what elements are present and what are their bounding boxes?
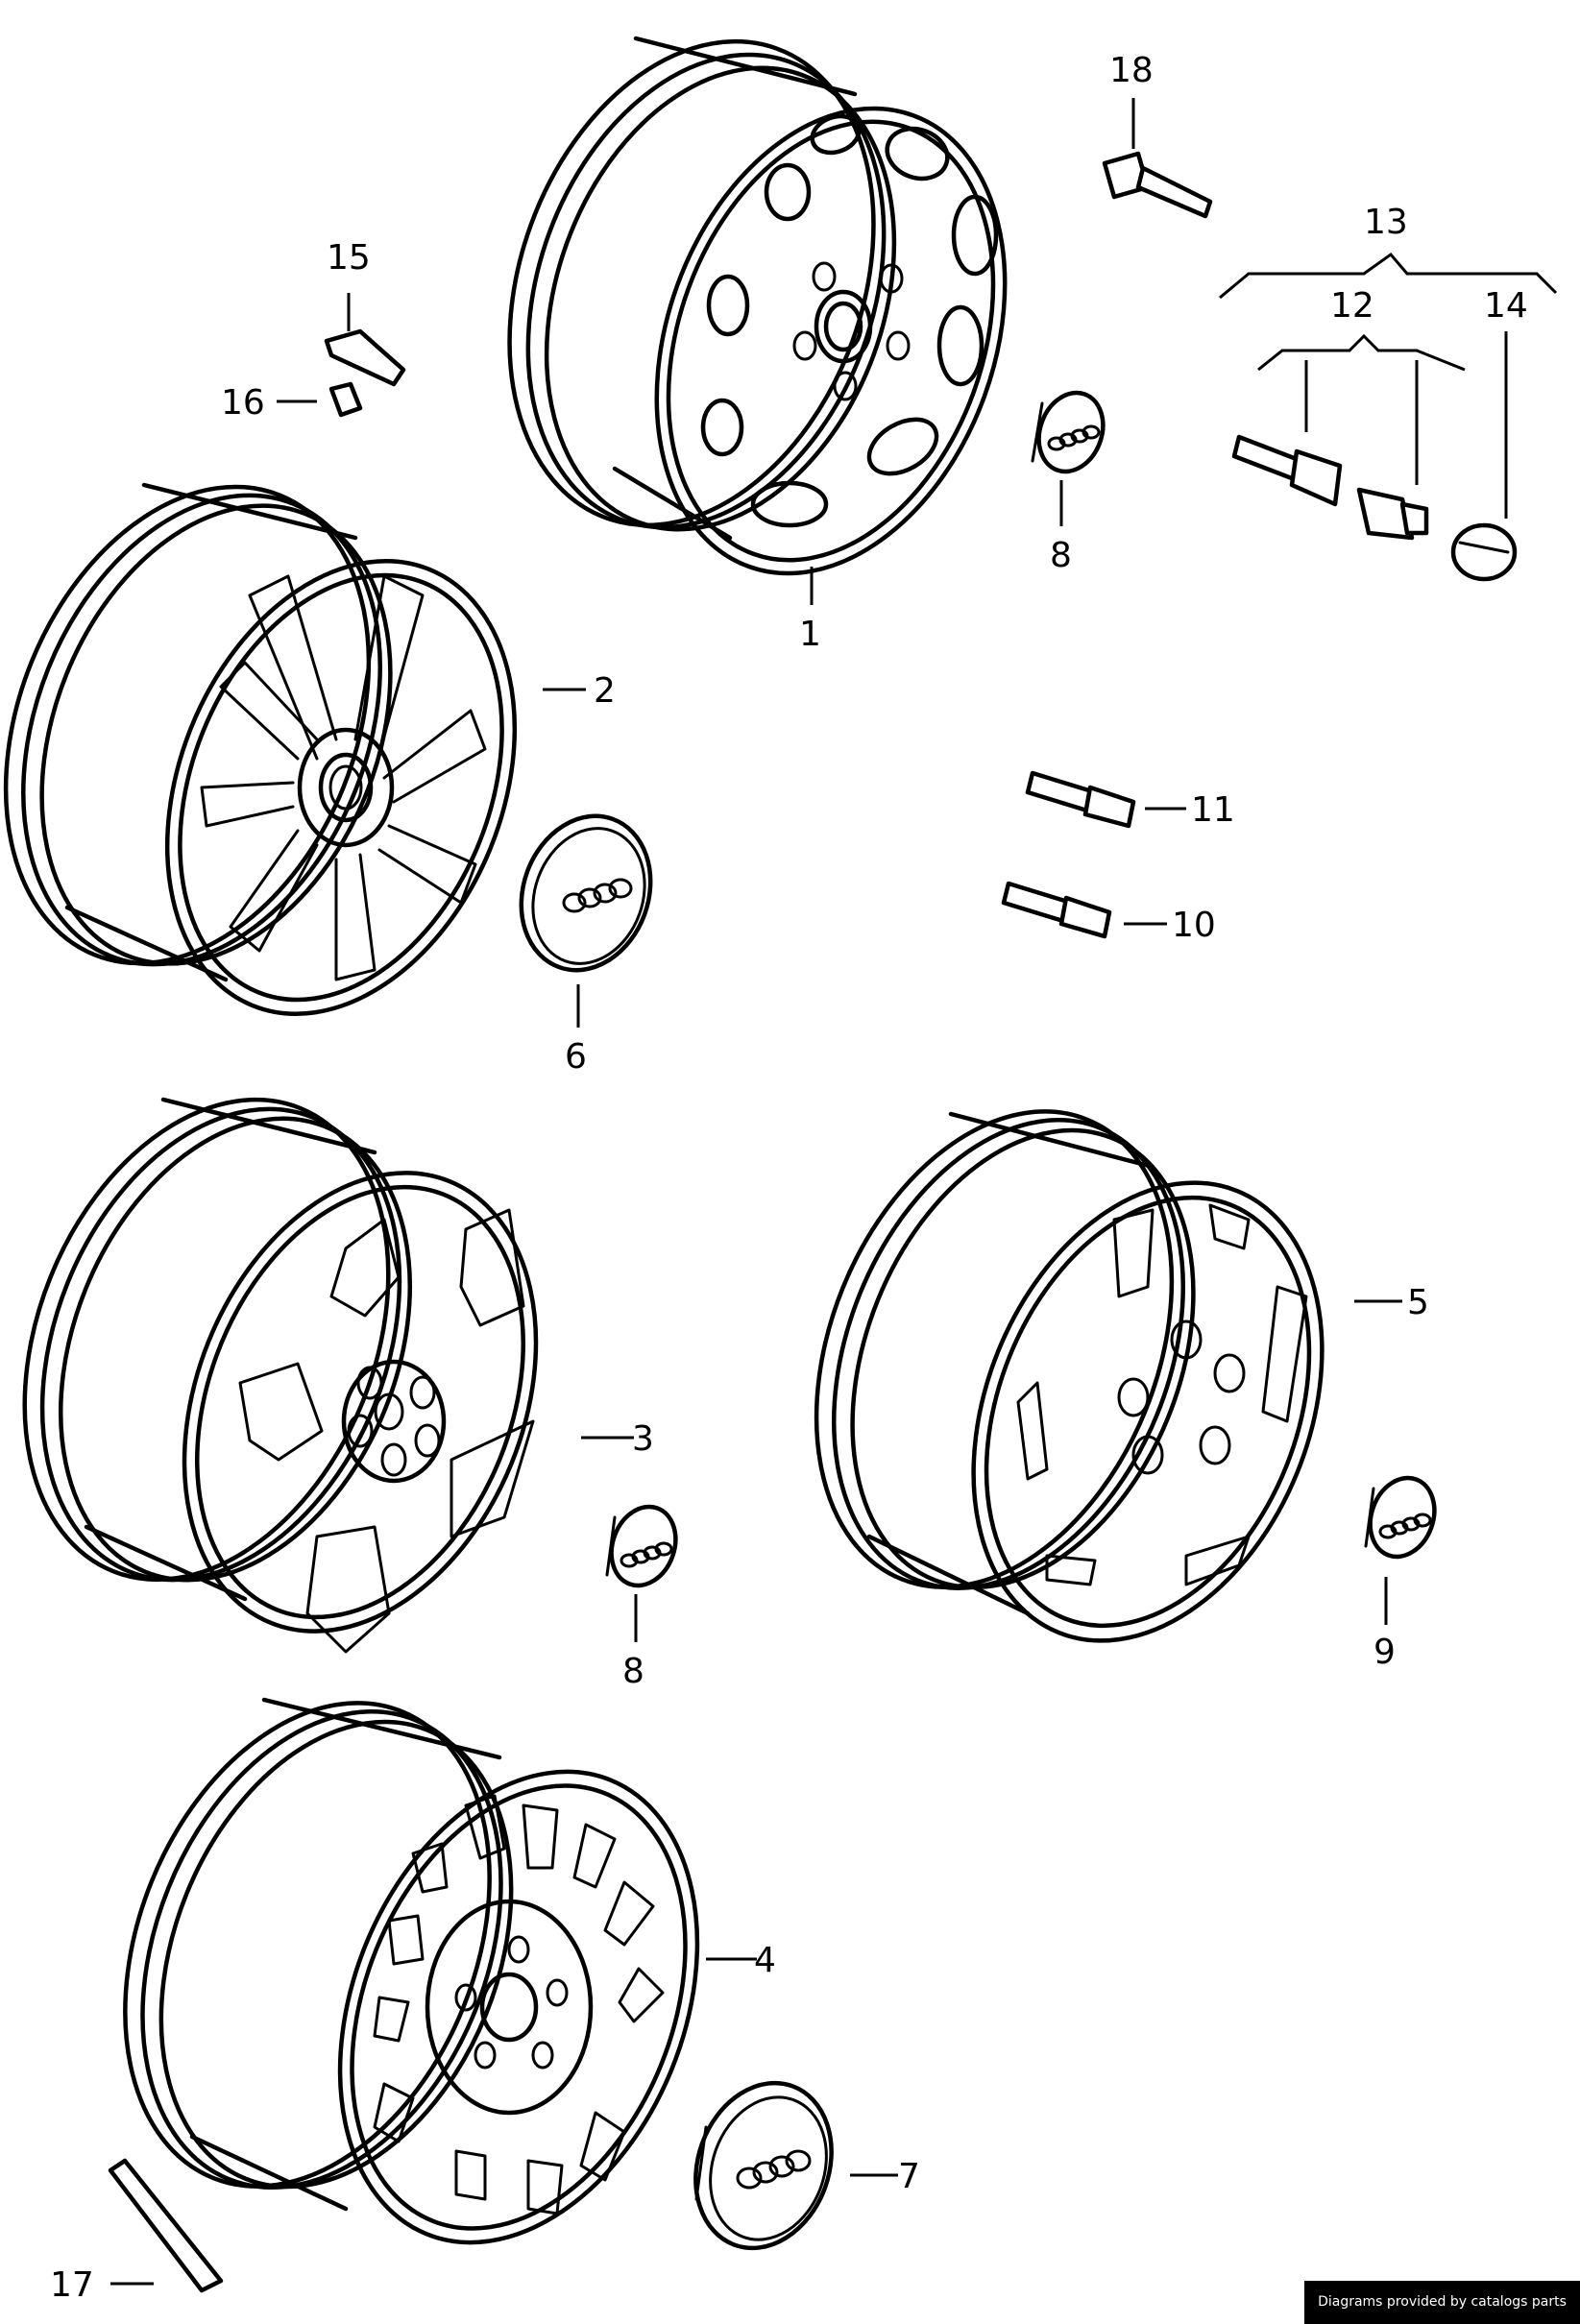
callout-9: 9 [1373,1633,1396,1672]
wheel-2 [3,482,518,1016]
callout-8-middle: 8 [622,1652,644,1691]
center-cap-8-top [1031,390,1106,474]
callout-1: 1 [799,615,821,654]
lock-adapter-12 [1356,487,1429,541]
callout-labels: 1 2 3 4 5 6 7 8 8 9 10 11 12 13 14 15 16… [50,51,1528,2305]
center-cap-7 [693,2080,834,2251]
leader-lines [110,98,1558,2286]
callout-15: 15 [327,238,371,278]
center-cap-6 [519,813,653,973]
callout-17: 17 [50,2265,94,2305]
callout-11: 11 [1191,790,1235,830]
center-cap-9 [1364,1475,1437,1560]
callout-16: 16 [221,383,265,423]
center-cap-8-middle [605,1504,678,1588]
callout-14: 14 [1484,286,1528,326]
callout-2: 2 [594,671,616,711]
clip-16 [328,381,363,418]
callout-10: 10 [1172,906,1216,945]
wheel-4 [123,1697,700,2245]
callout-8-top: 8 [1050,536,1072,575]
callout-6: 6 [565,1037,587,1077]
bolt-11 [1025,770,1136,829]
wheel-3 [22,1097,539,1654]
valve-stem-18 [1102,151,1213,219]
callout-13: 13 [1364,203,1408,242]
balance-weight-17 [108,2158,224,2293]
cap-nut-14 [1450,522,1518,582]
callout-18: 18 [1109,51,1154,90]
wheel-5 [814,1109,1325,1643]
credit-banner: Diagrams provided by catalogs parts [1304,2281,1580,2324]
callout-4: 4 [754,1941,776,1980]
lock-bolt-12 [1231,434,1343,507]
wheel-1 [507,36,1008,576]
callout-3: 3 [632,1419,654,1459]
balance-weight-15 [324,328,406,387]
bolt-10 [1001,881,1112,939]
callout-7: 7 [898,2157,920,2196]
callout-5: 5 [1407,1283,1429,1322]
callout-12: 12 [1330,286,1374,326]
